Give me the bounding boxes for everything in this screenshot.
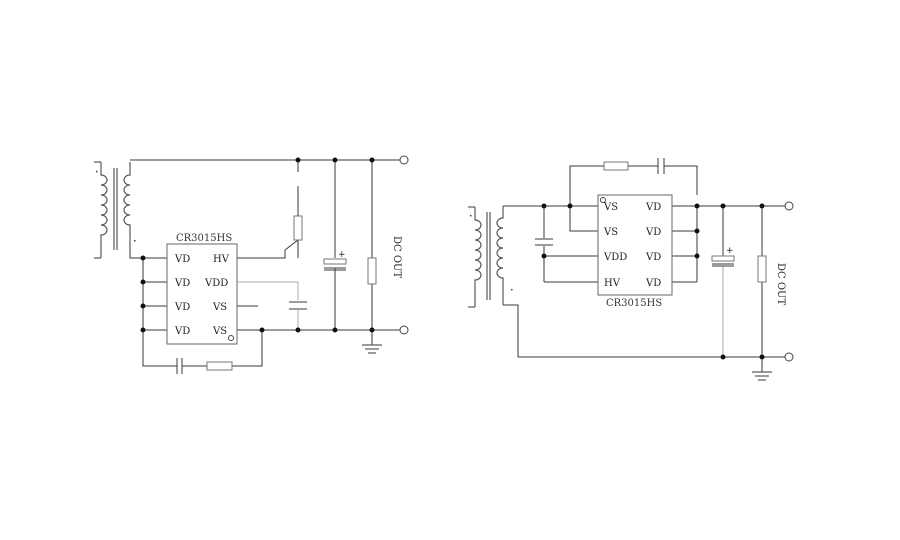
capacitor bbox=[172, 358, 183, 374]
pin-label: VD bbox=[645, 202, 661, 213]
output-terminal bbox=[784, 201, 794, 211]
dc-out-label: DC OUT bbox=[391, 236, 402, 278]
pin-label: VD bbox=[645, 278, 661, 289]
ground-symbol bbox=[752, 371, 772, 381]
pin-label: VS bbox=[212, 302, 227, 313]
circuit-right: • • bbox=[468, 158, 794, 381]
pin-label: VS bbox=[212, 326, 227, 337]
capacitor bbox=[657, 158, 665, 174]
pin1-marker bbox=[228, 335, 234, 341]
transformer-right: • • bbox=[468, 206, 514, 308]
junction-dots bbox=[541, 203, 765, 360]
dc-out-label: DC OUT bbox=[775, 263, 786, 305]
polarity-dot: • bbox=[95, 169, 99, 176]
resistor bbox=[603, 161, 629, 171]
pin-label: VD bbox=[645, 252, 661, 263]
polarity-dot: • bbox=[133, 238, 137, 245]
pin-label: HV bbox=[604, 278, 621, 289]
electrolytic-capacitor: + bbox=[711, 246, 735, 267]
polarity-dot: • bbox=[510, 287, 514, 294]
output-terminal bbox=[399, 325, 409, 335]
circuit-left: • • bbox=[94, 155, 409, 374]
junction-dots bbox=[140, 157, 375, 333]
capacitor bbox=[289, 301, 307, 310]
wires-left bbox=[129, 159, 400, 367]
transformer-left: • • bbox=[94, 161, 137, 259]
output-terminal bbox=[399, 155, 409, 165]
pin-label: VD bbox=[174, 278, 190, 289]
pin-label: VD bbox=[645, 227, 661, 238]
chip-part-name: CR3015HS bbox=[606, 298, 662, 309]
pin-label: VDD bbox=[603, 252, 627, 263]
resistor bbox=[206, 361, 233, 371]
pin-label: VS bbox=[603, 202, 618, 213]
pin1-marker bbox=[600, 197, 606, 203]
ground-symbol bbox=[362, 344, 382, 354]
electrolytic-capacitor: + bbox=[323, 250, 347, 271]
pin-label: VD bbox=[174, 302, 190, 313]
polarity-dot: • bbox=[469, 213, 473, 220]
pin-label: VD bbox=[174, 254, 190, 265]
resistor bbox=[757, 255, 767, 283]
pin-label: VD bbox=[174, 326, 190, 337]
pin-label: VS bbox=[603, 227, 618, 238]
pin-label: HV bbox=[213, 254, 230, 265]
polarity-plus: + bbox=[726, 246, 734, 256]
resistor bbox=[293, 215, 303, 241]
chip: VS VS VDD HV VD VD VD VD CR3015HS bbox=[597, 194, 673, 309]
output-terminal bbox=[784, 352, 794, 362]
capacitor bbox=[535, 238, 553, 246]
pin-label: VDD bbox=[204, 278, 228, 289]
chip-part-name: CR3015HS bbox=[176, 233, 232, 244]
polarity-plus: + bbox=[338, 250, 346, 260]
resistor bbox=[367, 257, 377, 285]
chip: CR3015HS VD VD VD VD HV VDD VS VS bbox=[166, 233, 238, 345]
wires-right bbox=[503, 165, 785, 372]
